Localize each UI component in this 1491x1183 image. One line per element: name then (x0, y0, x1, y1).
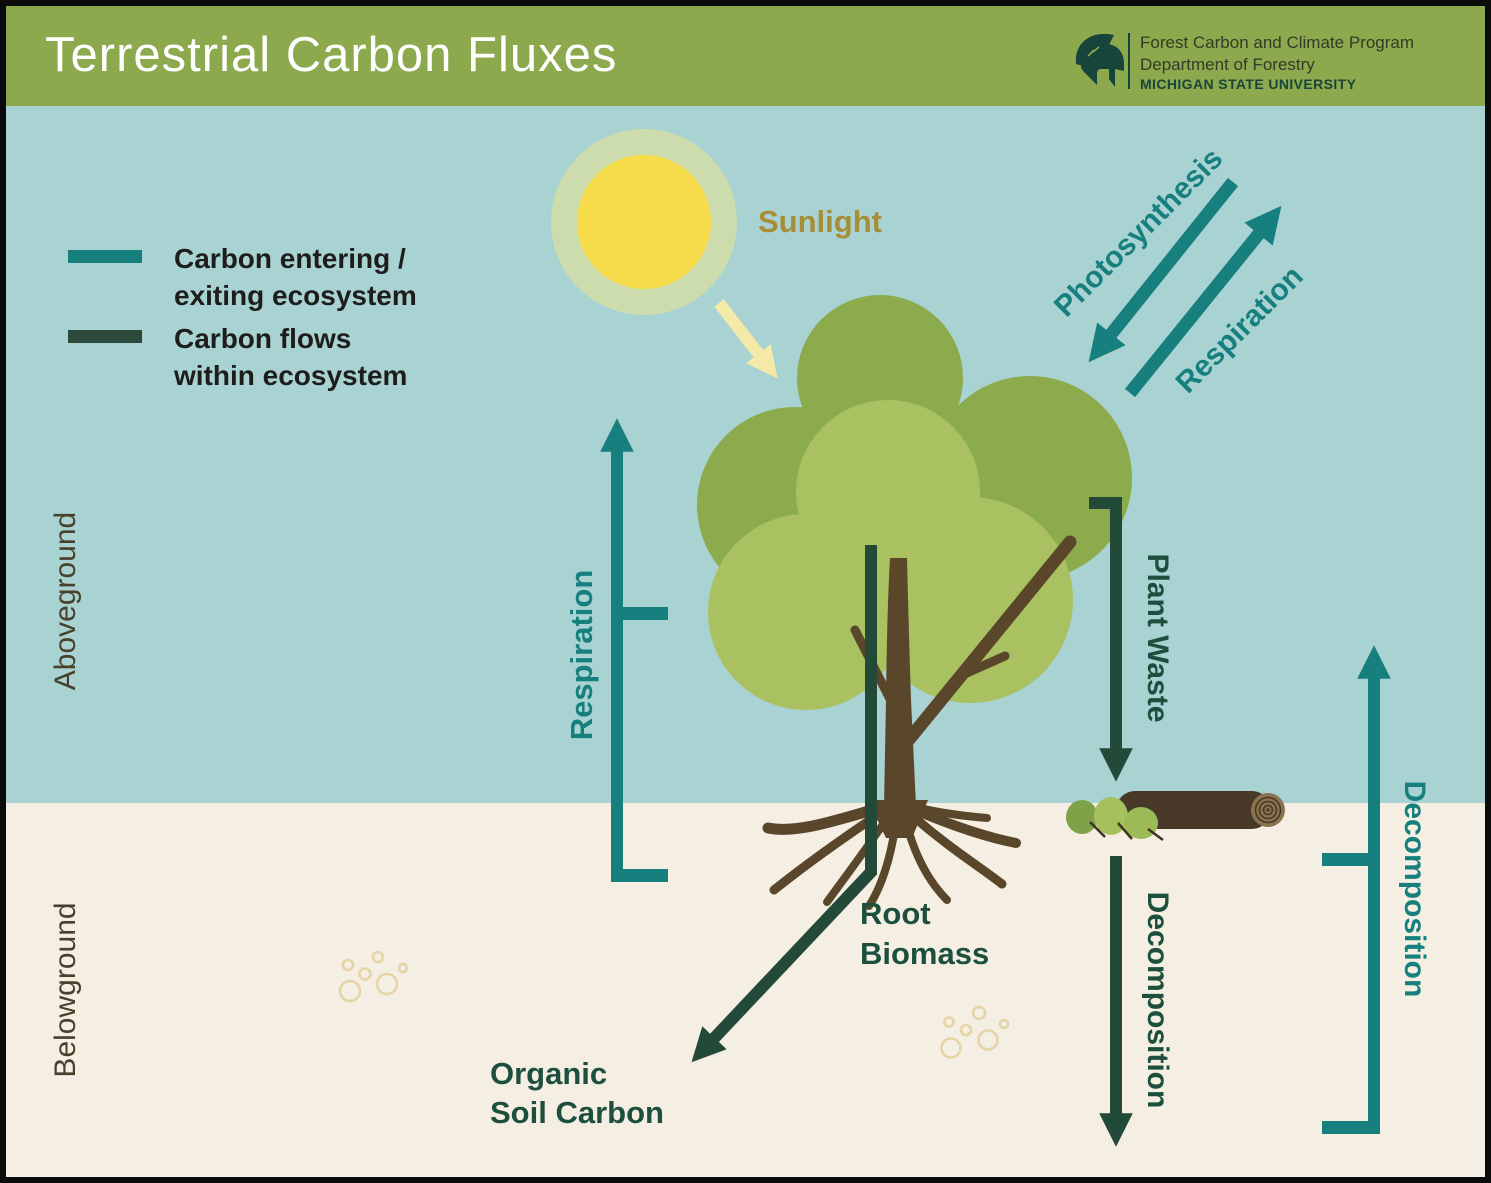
root-biomass-label: Root Biomass (860, 896, 990, 971)
decomposition-internal-label: Decomposition (1141, 891, 1174, 1109)
org-department-name: Department of Forestry (1140, 55, 1315, 74)
organic-soil-carbon-label: Organic Soil Carbon (490, 1056, 664, 1130)
sunlight-label: Sunlight (758, 204, 882, 239)
tree-roots (762, 800, 1021, 910)
tree-canopy (697, 295, 1132, 710)
soil-belowground-zone (6, 803, 1485, 1177)
org-program-name: Forest Carbon and Climate Program (1140, 33, 1415, 52)
zone-label-aboveground: Aboveground (49, 511, 82, 691)
sunlight-arrow (714, 299, 778, 379)
sun-icon (577, 155, 711, 289)
legend-label-entering-exiting: Carbon entering / exiting ecosystem (174, 243, 417, 311)
root-biomass-flow-arrow (691, 545, 877, 1063)
decomposition-exit-arrow (1322, 645, 1391, 1134)
header-band (6, 6, 1485, 106)
page-title: Terrestrial Carbon Fluxes (45, 28, 618, 82)
respiration-left-arrow (600, 418, 668, 882)
logo-divider (1128, 33, 1130, 89)
legend-label-within: Carbon flows within ecosystem (174, 323, 408, 391)
msu-spartan-helmet-icon (1075, 33, 1124, 87)
respiration-diagonal-arrow (1124, 205, 1282, 398)
legend-swatch-within (68, 330, 142, 343)
respiration-left-label: Respiration (564, 569, 599, 741)
decomposition-exit-label: Decomposition (1398, 780, 1431, 998)
plant-waste-arrow (1089, 497, 1133, 782)
plant-waste-label: Plant Waste (1141, 553, 1174, 723)
zone-label-belowground: Belowground (49, 902, 82, 1078)
tree-trunk (850, 535, 1077, 806)
fallen-leaves (1066, 797, 1164, 842)
soil-bubbles-right (940, 1005, 1010, 1059)
photosynthesis-arrow (1088, 177, 1239, 363)
soil-bubbles-left (338, 950, 409, 1003)
org-university-name: MICHIGAN STATE UNIVERSITY (1140, 76, 1357, 92)
legend-swatch-entering-exiting (68, 250, 142, 263)
